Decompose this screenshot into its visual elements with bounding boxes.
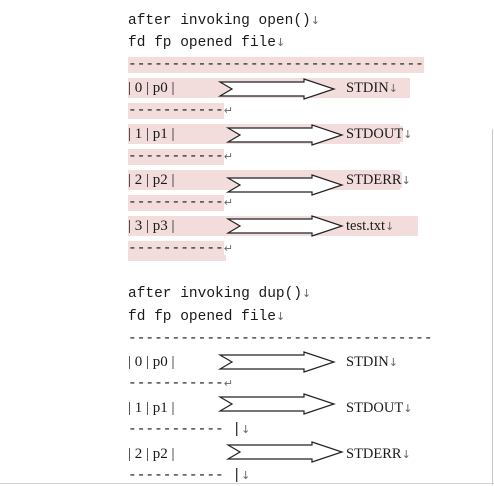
heading-dup: after invoking dup()↓ (128, 286, 312, 302)
arrow-icon (226, 174, 344, 196)
rowrule-dup-1: ----------- |↓ (128, 422, 251, 438)
arrow-icon (218, 78, 336, 100)
rowrule-open-0: -----------↵ (128, 103, 233, 119)
rowrule-open-3: -----------↵ (128, 241, 233, 257)
rowrule-open-1: -----------↵ (128, 149, 233, 165)
file-open-3: test.txt↓ (346, 218, 395, 234)
file-dup-2: STDERR↓ (346, 446, 411, 462)
arrow-icon (226, 215, 344, 237)
arrow-icon (218, 351, 336, 373)
rowrule-open-2: -----------↵ (128, 195, 233, 211)
file-open-0: STDIN↓ (346, 80, 398, 96)
page-edge (492, 129, 493, 485)
rowrule-dup-0: -----------↵ (128, 376, 233, 392)
file-dup-1: STDOUT↓ (346, 400, 413, 416)
file-open-1: STDOUT↓ (346, 126, 413, 142)
rule-open: -----------------------------------↓ (128, 55, 424, 75)
file-open-2: STDERR↓ (346, 172, 411, 188)
columns-open: fd fp opened file↓ (128, 35, 286, 51)
arrow-icon (218, 393, 336, 415)
file-dup-0: STDIN↓ (346, 354, 398, 370)
row-dup-1: | 1 | p1 | (128, 400, 175, 416)
arrow-icon (226, 124, 344, 146)
rowrule-dup-2: ----------- |↓ (128, 468, 251, 484)
page-edge (0, 483, 494, 484)
columns-dup: fd fp opened file↓ (128, 309, 286, 325)
row-dup-0: | 0 | p0 | (128, 354, 175, 370)
rule-dup: -----------------------------------↓ (128, 331, 434, 347)
heading-open: after invoking open()↓ (128, 13, 320, 29)
arrow-icon (226, 441, 344, 463)
row-dup-2: | 2 | p2 | (128, 446, 175, 462)
highlight-tail (128, 255, 226, 261)
